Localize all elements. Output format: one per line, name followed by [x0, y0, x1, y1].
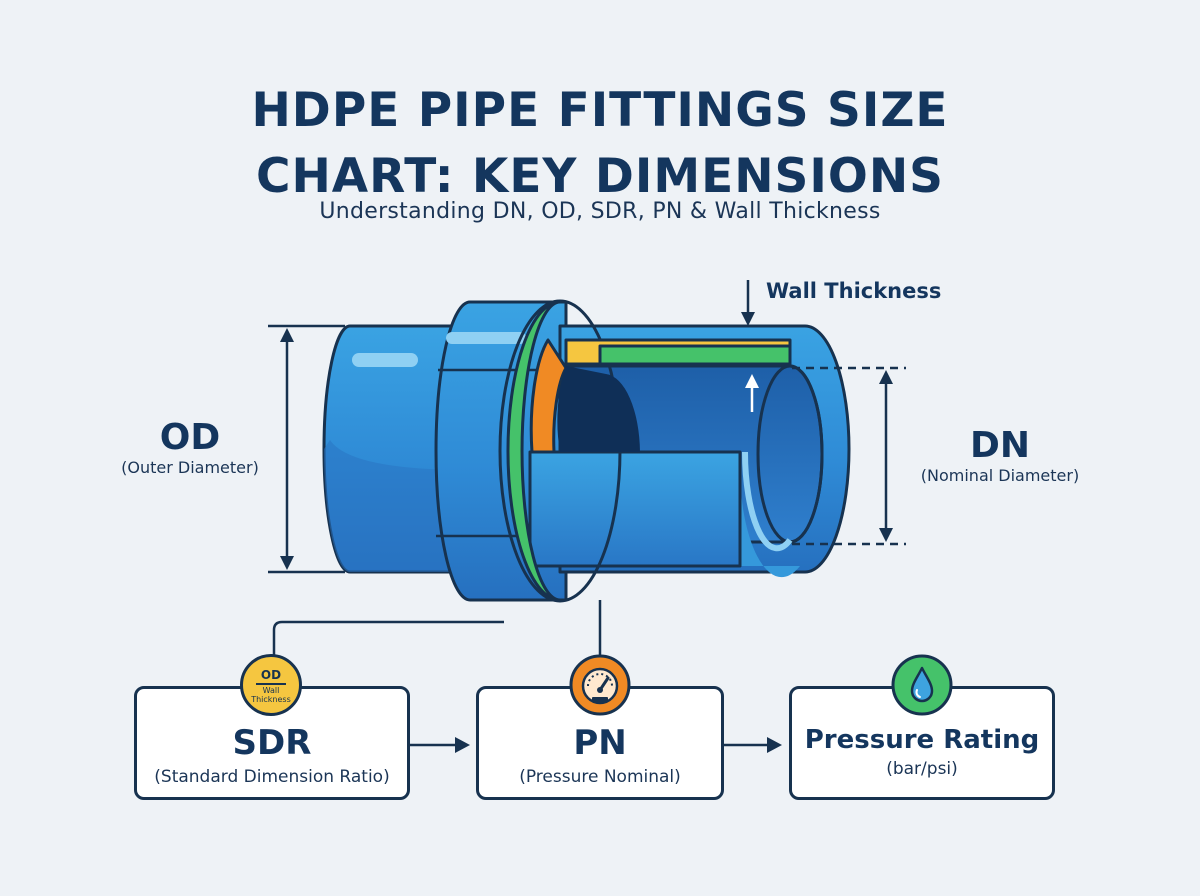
od-over-wall-thickness-icon: OD Wall Thickness: [240, 654, 302, 716]
pn-box: PN (Pressure Nominal): [476, 686, 724, 800]
od-dimension-arrow: [268, 324, 345, 574]
page-subtitle: Understanding DN, OD, SDR, PN & Wall Thi…: [319, 199, 881, 224]
wall-thickness-label: Wall Thickness: [766, 279, 942, 303]
water-drop-icon: [891, 654, 953, 716]
od-abbr: OD: [159, 417, 221, 458]
sdr-title: SDR: [232, 723, 312, 763]
od-name: (Outer Diameter): [121, 458, 259, 477]
title-line-2: CHART: KEY DIMENSIONS: [255, 149, 945, 204]
dn-dimension-arrow: [792, 366, 906, 546]
page-title: HDPE PIPE FITTINGS SIZE CHART: KEY DIMEN…: [0, 78, 1200, 210]
pressure-gauge-icon: [569, 654, 631, 716]
title-line-1: HDPE PIPE FITTINGS SIZE: [251, 83, 949, 138]
od-label: OD (Outer Diameter): [100, 417, 280, 478]
dn-name: (Nominal Diameter): [920, 466, 1080, 485]
wall-section-ring: [498, 299, 792, 603]
sdr-subtitle: (Standard Dimension Ratio): [154, 767, 390, 787]
pn-title: PN: [573, 723, 627, 763]
left-pipe-segment: [322, 324, 472, 574]
dn-abbr: DN: [969, 425, 1030, 466]
right-pipe-body: [528, 324, 851, 578]
pressure-rating-subtitle: (bar/psi): [886, 759, 958, 779]
wall-thickness-arrows: [741, 280, 759, 412]
pn-subtitle: (Pressure Nominal): [519, 767, 681, 787]
connector-lines: [272, 600, 782, 753]
dn-label: DN (Nominal Diameter): [900, 425, 1100, 486]
pressure-rating-title: Pressure Rating: [804, 725, 1040, 755]
